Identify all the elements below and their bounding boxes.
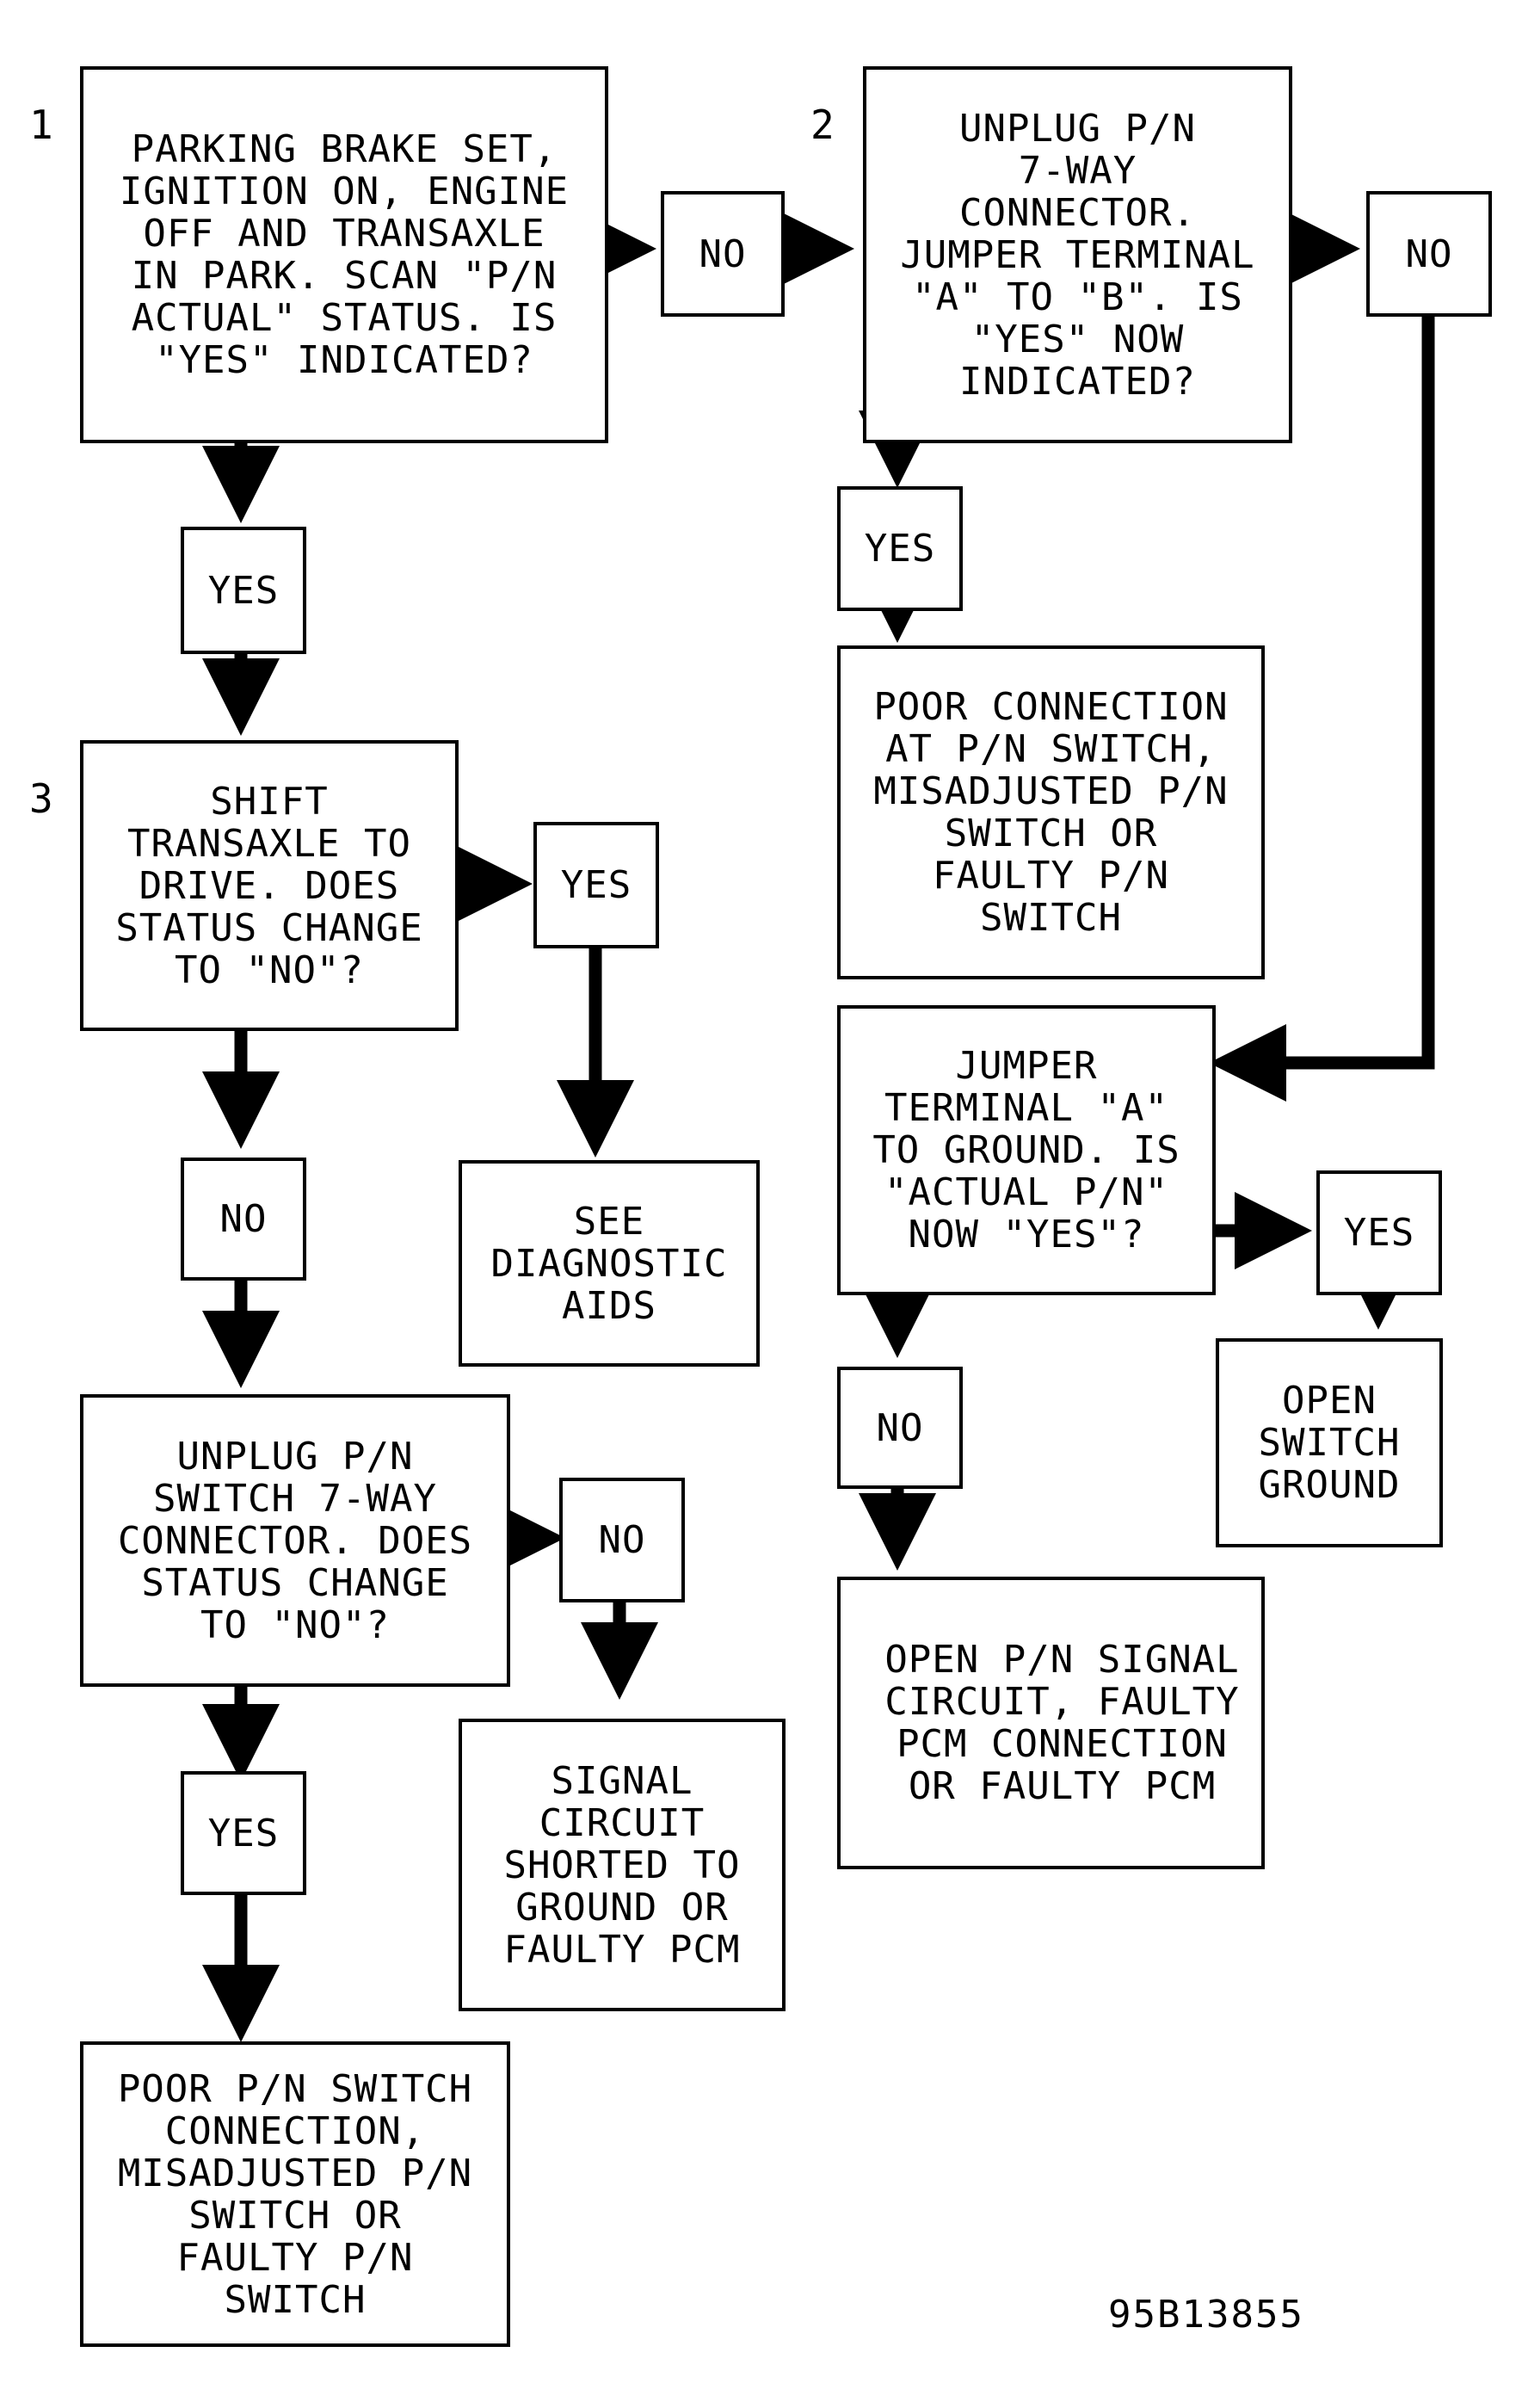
box-text-line: SWITCH [224, 2277, 367, 2322]
box-text-line: OPEN P/N SIGNAL [884, 1638, 1240, 1682]
box-text-line: CONNECTION, [164, 2109, 426, 2153]
step-number-1: 1 [29, 102, 53, 148]
answer-label: YES [207, 1811, 280, 1855]
box-text-line: PARKING BRAKE SET, [131, 127, 558, 171]
box-text-line: FAULTY PCM [503, 1927, 741, 1972]
box-text-line: TO "NO"? [200, 1602, 390, 1647]
step-number-2: 2 [810, 102, 835, 148]
answer-label: NO [699, 232, 747, 276]
box-text-line: FAULTY P/N [933, 854, 1169, 898]
box-text-line: SEE [573, 1199, 645, 1244]
box-text-line: JUMPER TERMINAL [900, 232, 1255, 277]
box-text-line: FAULTY P/N [176, 2235, 414, 2280]
box-text-line: SIGNAL [551, 1758, 693, 1803]
answer-box-4-yes: YES [1316, 1170, 1442, 1295]
answer-label: NO [1405, 232, 1453, 276]
answer-label: YES [1343, 1211, 1415, 1255]
answer-label: NO [219, 1197, 268, 1241]
answer-label: YES [864, 527, 936, 571]
box-text-line: SHORTED TO [503, 1843, 741, 1887]
answer-box-1-yes: YES [181, 527, 306, 654]
box-text-line: SWITCH [980, 896, 1122, 940]
box-text-line: STATUS CHANGE [141, 1560, 449, 1605]
box-text-line: GROUND OR [515, 1885, 729, 1929]
box-text-line: OR FAULTY PCM [908, 1764, 1217, 1808]
answer-box-2-no: NO [1366, 191, 1492, 317]
step-number-3: 3 [29, 775, 53, 822]
box-text-line: TRANSAXLE TO [127, 821, 411, 866]
box-text-line: CIRCUIT [539, 1800, 706, 1845]
answer-box-1-no: NO [661, 191, 785, 317]
box-text-line: CONNECTOR. [959, 190, 1196, 235]
box-text-line: UNPLUG P/N [959, 106, 1196, 151]
box-text-line: MISADJUSTED P/N [873, 769, 1229, 813]
box-text-line: MISADJUSTED P/N [117, 2151, 473, 2195]
box-text-line: POOR CONNECTION [873, 685, 1229, 729]
box-text-line: TO "NO"? [175, 948, 364, 992]
box-text-line: CONNECTOR. DOES [117, 1518, 473, 1563]
box-text-line: AT P/N SWITCH, [885, 727, 1217, 771]
box-text-line: "A" TO "B". IS [912, 275, 1243, 319]
answer-label: NO [876, 1405, 924, 1450]
box-text-line: TERMINAL "A" [884, 1086, 1168, 1130]
box-text-line: POOR P/N SWITCH [117, 2066, 473, 2111]
box-text-line: OPEN [1282, 1379, 1377, 1423]
answer-label: NO [598, 1518, 646, 1562]
box-text-line: "YES" INDICATED? [155, 338, 533, 382]
answer-label: YES [207, 568, 280, 613]
box-text-line: STATUS CHANGE [115, 905, 423, 950]
box-text-line: CIRCUIT, FAULTY [884, 1680, 1240, 1724]
answer-box-2-yes: YES [837, 486, 963, 611]
box-text-line: SWITCH OR [944, 812, 1158, 855]
figure-code: 95B13855 [1108, 2293, 1304, 2337]
box-text-line: "YES" NOW [971, 317, 1185, 361]
answer-label: YES [560, 863, 632, 907]
answer-box-5-no: NO [559, 1478, 685, 1602]
box-text-line: DIAGNOSTIC [490, 1241, 728, 1286]
box-text-line: DRIVE. DOES [139, 863, 400, 908]
box-text-line: PCM CONNECTION [897, 1722, 1228, 1766]
box-text-line: NOW "YES"? [908, 1213, 1145, 1256]
answer-box-4-no: NO [837, 1367, 963, 1489]
arrow-no-to-d4 [1209, 313, 1435, 1102]
box-text-line: SWITCH 7-WAY [153, 1476, 437, 1521]
box-text-line: TO GROUND. IS [872, 1128, 1180, 1172]
box-text-line: IN PARK. SCAN "P/N [131, 254, 558, 298]
box-text-line: IGNITION ON, ENGINE [119, 170, 570, 213]
box-text-line: SHIFT [210, 779, 329, 824]
box-text-line: AIDS [562, 1283, 656, 1328]
answer-box-3-no: NO [181, 1158, 306, 1281]
box-text-line: JUMPER [955, 1044, 1098, 1088]
box-text-line: SWITCH OR [188, 2193, 402, 2238]
box-text-line: GROUND [1258, 1463, 1401, 1507]
answer-box-5-yes: YES [181, 1771, 306, 1895]
box-text-line: ACTUAL" STATUS. IS [131, 296, 558, 340]
box-text-line: "ACTUAL P/N" [884, 1170, 1168, 1214]
box-text-line: UNPLUG P/N [176, 1434, 414, 1479]
box-text-line: SWITCH [1258, 1421, 1401, 1465]
box-text-line: OFF AND TRANSAXLE [143, 212, 545, 256]
box-text-line: 7-WAY [1018, 148, 1137, 193]
answer-box-3-yes: YES [533, 822, 659, 948]
box-text-line: INDICATED? [959, 359, 1196, 404]
